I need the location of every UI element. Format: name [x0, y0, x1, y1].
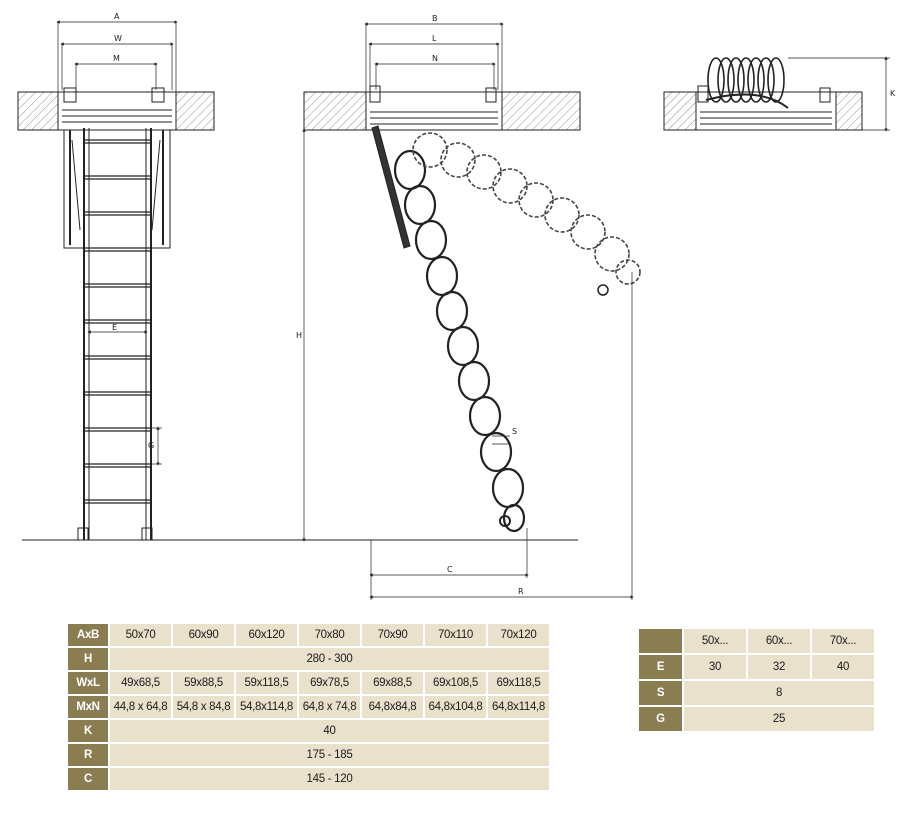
table-row: AxB 50x70 60x90 60x120 70x80 70x90 70x11…	[68, 624, 549, 646]
step-spec-table: 50x... 60x... 70x... E 30 32 40 S 8 G 25	[637, 627, 876, 733]
table-cell: 44,8 x 64,8	[110, 696, 171, 718]
table-cell: 69x108,5	[425, 672, 486, 694]
front-view: A W M E G	[17, 12, 578, 541]
table-cell: 69x88,5	[362, 672, 423, 694]
row-label-k: K	[68, 720, 108, 742]
table-row: K 40	[68, 720, 549, 742]
table-cell: 69x118,5	[488, 672, 549, 694]
table-row: H 280 - 300	[68, 648, 549, 670]
table-cell: 59x88,5	[173, 672, 234, 694]
row-label-c: C	[68, 768, 108, 790]
header-cell: 70x80	[299, 624, 360, 646]
header-cell: 50x70	[110, 624, 171, 646]
table-cell: 59x118,5	[236, 672, 297, 694]
table-row: C 145 - 120	[68, 768, 549, 790]
table-cell: 64,8x114,8	[488, 696, 549, 718]
table-cell: 40	[110, 720, 549, 742]
table-cell: 49x68,5	[110, 672, 171, 694]
row-label-mxn: MxN	[68, 696, 108, 718]
table-row: WxL 49x68,5 59x88,5 59x118,5 69x78,5 69x…	[68, 672, 549, 694]
header-cell: 60x...	[748, 629, 810, 653]
dim-label-c: C	[447, 565, 453, 574]
row-label-g: G	[639, 707, 682, 731]
table-cell: 64,8x84,8	[362, 696, 423, 718]
dim-label-m: M	[113, 54, 120, 63]
dim-label-g: G	[148, 441, 154, 450]
folded-view: K	[663, 56, 896, 132]
table-cell: 54,8x114,8	[236, 696, 297, 718]
header-cell: 50x...	[684, 629, 746, 653]
dim-label-h: H	[296, 331, 302, 340]
table-row: R 175 - 185	[68, 744, 549, 766]
dim-label-w: W	[114, 34, 122, 43]
header-cell: 70x110	[425, 624, 486, 646]
header-cell: 70x...	[812, 629, 874, 653]
table-row: 50x... 60x... 70x...	[639, 629, 874, 653]
corner-cell	[639, 629, 682, 653]
row-label-r: R	[68, 744, 108, 766]
dim-label-b: B	[432, 14, 438, 23]
row-label-h: H	[68, 648, 108, 670]
dim-label-s: S	[512, 427, 517, 436]
row-label-wxl: WxL	[68, 672, 108, 694]
dim-label-r: R	[518, 587, 524, 596]
table-row: G 25	[639, 707, 874, 731]
row-label-s: S	[639, 681, 682, 705]
technical-drawing: A W M E G	[17, 12, 896, 600]
table-cell: 54,8 x 84,8	[173, 696, 234, 718]
row-label-axb: AxB	[68, 624, 108, 646]
header-cell: 60x90	[173, 624, 234, 646]
table-cell: 40	[812, 655, 874, 679]
table-cell: 69x78,5	[299, 672, 360, 694]
table-cell: 64,8 x 74,8	[299, 696, 360, 718]
table-cell: 145 - 120	[110, 768, 549, 790]
header-cell: 70x120	[488, 624, 549, 646]
table-row: S 8	[639, 681, 874, 705]
size-spec-table: AxB 50x70 60x90 60x120 70x80 70x90 70x11…	[66, 622, 551, 792]
table-cell: 175 - 185	[110, 744, 549, 766]
dim-label-a: A	[114, 12, 120, 21]
table-row: E 30 32 40	[639, 655, 874, 679]
row-label-e: E	[639, 655, 682, 679]
table-cell: 25	[684, 707, 874, 731]
table-cell: 280 - 300	[110, 648, 549, 670]
header-cell: 70x90	[362, 624, 423, 646]
side-view: H B L N S C R	[296, 14, 641, 600]
dim-label-e: E	[112, 323, 117, 332]
table-cell: 64,8x104,8	[425, 696, 486, 718]
table-cell: 8	[684, 681, 874, 705]
table-cell: 32	[748, 655, 810, 679]
dim-label-l: L	[432, 34, 437, 43]
header-cell: 60x120	[236, 624, 297, 646]
dim-label-k: K	[890, 89, 896, 98]
table-cell: 30	[684, 655, 746, 679]
dim-label-n: N	[432, 54, 438, 63]
table-row: MxN 44,8 x 64,8 54,8 x 84,8 54,8x114,8 6…	[68, 696, 549, 718]
